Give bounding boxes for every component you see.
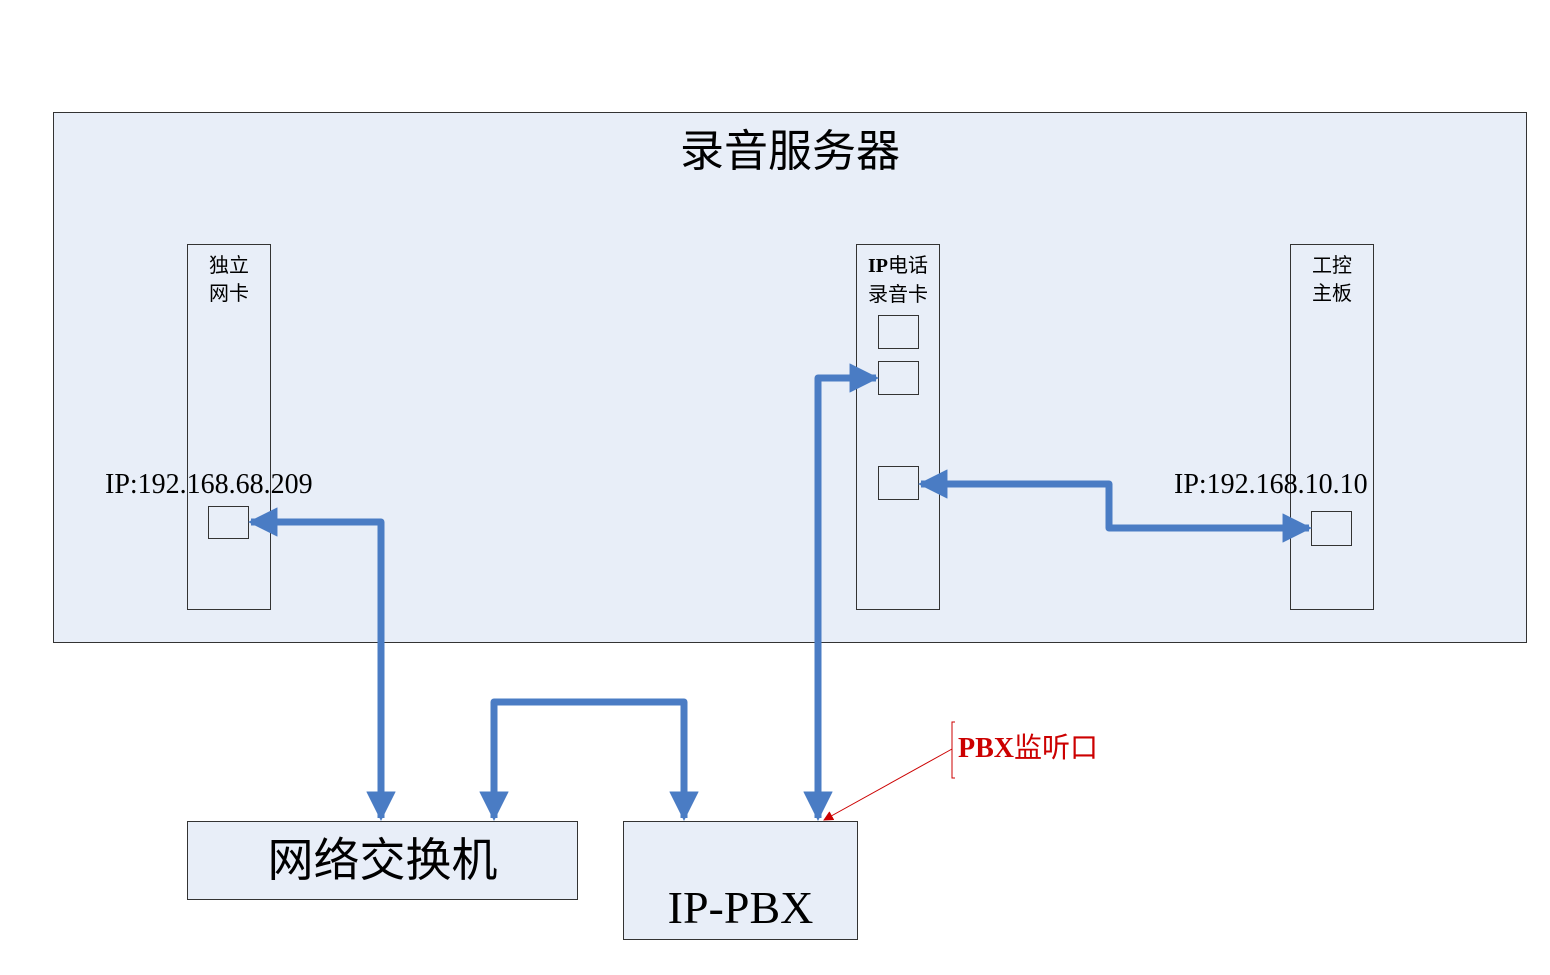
industrial-mainboard-card: 工控 主板 [1290, 244, 1374, 610]
monitor-callout-pointer [823, 748, 953, 821]
network-switch-box: 网络交换机 [187, 821, 578, 900]
recording-server-title: 录音服务器 [680, 126, 900, 177]
pbx-monitor-port-label: PBX监听口 [958, 728, 1098, 769]
ip-recording-card-label: IP电话 录音卡 [857, 251, 939, 308]
industrial-mainboard-label-line2: 主板 [1312, 281, 1352, 305]
mainboard-port [1311, 511, 1352, 546]
pbx-monitor-port-label-rest: 监听口 [1014, 731, 1099, 764]
independent-nic-label-line1: 独立 [209, 253, 249, 277]
ip-recording-card-label-bold: IP [868, 255, 888, 277]
recording-card-port-1 [878, 315, 919, 349]
ip-pbx-box: IP-PBX [623, 821, 858, 940]
nic-port [208, 506, 249, 539]
nic-switch-link [248, 507, 396, 821]
monitor-callout-bracket [951, 721, 955, 779]
nic-ip-address: IP:192.168.68.209 [105, 469, 313, 500]
independent-nic-label: 独立 网卡 [188, 251, 270, 307]
switch-pbx-link [479, 698, 699, 821]
industrial-mainboard-label-line1: 工控 [1312, 253, 1352, 277]
ip-pbx-label: IP-PBX [667, 882, 814, 933]
recording-card-port-2 [878, 361, 919, 395]
industrial-mainboard-label: 工控 主板 [1291, 251, 1373, 307]
pbx-monitor-port-label-bold: PBX [958, 733, 1014, 764]
network-switch-label: 网络交换机 [267, 833, 498, 887]
recording-card-mainboard-link [918, 469, 1312, 543]
ip-recording-card-label-line2: 录音卡 [868, 282, 928, 306]
independent-nic-label-line2: 网卡 [209, 281, 249, 305]
ip-recording-card-label-rest: 电话 [888, 253, 928, 277]
recording-card-pbx-link [803, 363, 879, 821]
